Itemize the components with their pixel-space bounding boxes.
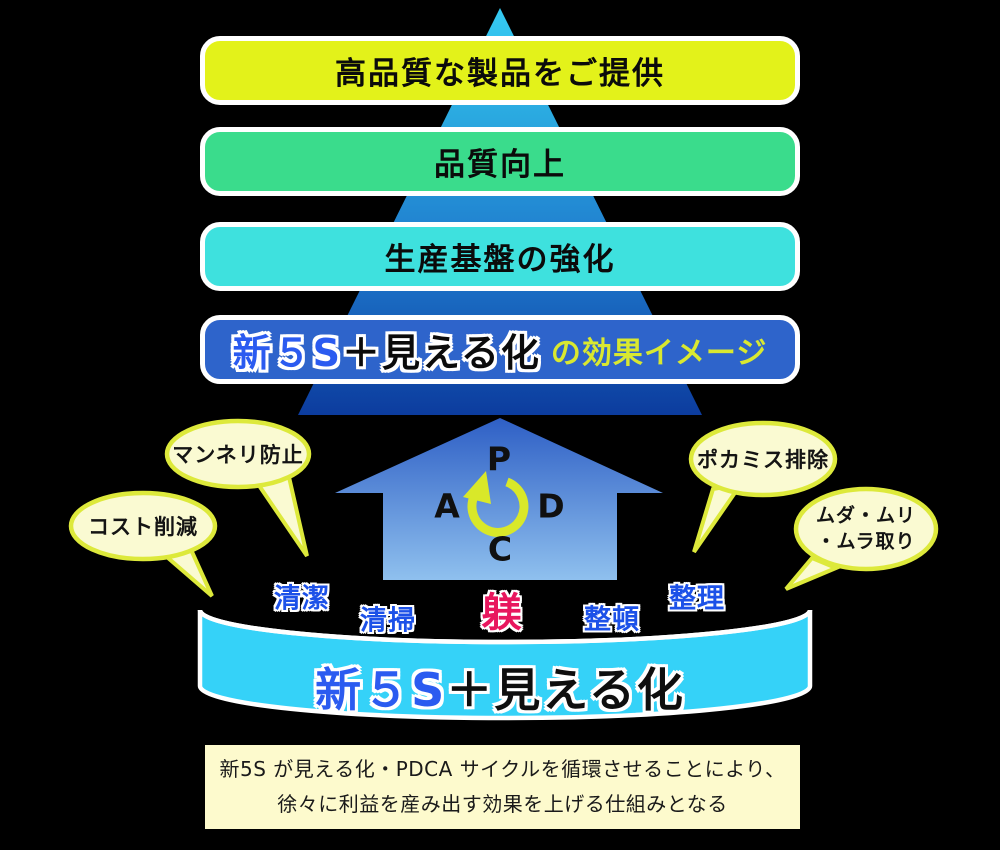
bar-label: 生産基盤の強化 [384,242,616,278]
bubble-label-cost: コスト削減 [88,515,198,539]
cylinder-title: 新５S＋見える化 [315,654,685,720]
pdca-letter-d: D [537,486,565,526]
word-seisou: 清掃 [360,605,416,637]
cylinder-title-mieruka: ＋見える化 [446,663,685,717]
bar-label: 品質向上 [434,147,566,183]
word-seiri: 整理 [669,583,725,615]
bubble-pokamisu [688,420,838,498]
cylinder-top-ellipse-edge [197,609,813,645]
pdca-letter-a: A [434,486,460,526]
word-seiton: 整頓 [584,604,640,636]
bubble-mannneri [164,418,312,490]
bar-label-effect: の効果イメージ [550,335,768,371]
bubble-label-muda-line1: ムダ・ムリ [815,504,917,527]
bubble-label-muda: ムダ・ムリ ・ムラ取り [816,503,916,554]
bubble-label-pokamisu: ポカミス排除 [697,448,829,472]
word-seiketsu: 清潔 [274,583,330,615]
bar-label: 高品質な製品をご提供 [335,56,665,92]
up-arrow [335,418,663,580]
pyramid-triangle [298,8,702,415]
caption-line2: 徐々に利益を産み出す効果を上げる仕組みとなる [277,792,728,816]
bar-high-quality-products: 高品質な製品をご提供 [200,36,800,105]
caption-line1: 新5S が見える化・PDCA サイクルを循環させることにより、 [219,757,786,781]
bar-production-base: 生産基盤の強化 [200,222,800,291]
cycle-arrowhead-icon [463,471,491,504]
bubble-muda [793,486,939,572]
cylinder-title-new5s: 新５S [315,663,447,717]
bubble-label-muda-line2: ・ムラ取り [816,530,916,552]
pdca-letter-c: C [487,529,513,569]
caption-box: 新5S が見える化・PDCA サイクルを循環させることにより、 徐々に利益を産み… [205,745,800,829]
bubble-tail-mannneri [254,474,309,558]
bubble-cost [68,490,218,562]
pdca-letter-p: P [486,439,512,479]
bar-label-new5s: 新５S [232,331,343,375]
bar-label-mieruka: ＋見える化 [342,331,541,375]
word-shitsuke: 躾 [481,590,523,636]
cycle-arc-icon [467,477,529,537]
bar-quality-improvement: 品質向上 [200,127,800,196]
bubble-label-mannneri: マンネリ防止 [172,443,304,467]
bar-new5s-effect-title: 新５S ＋見える化 の効果イメージ [200,315,800,384]
